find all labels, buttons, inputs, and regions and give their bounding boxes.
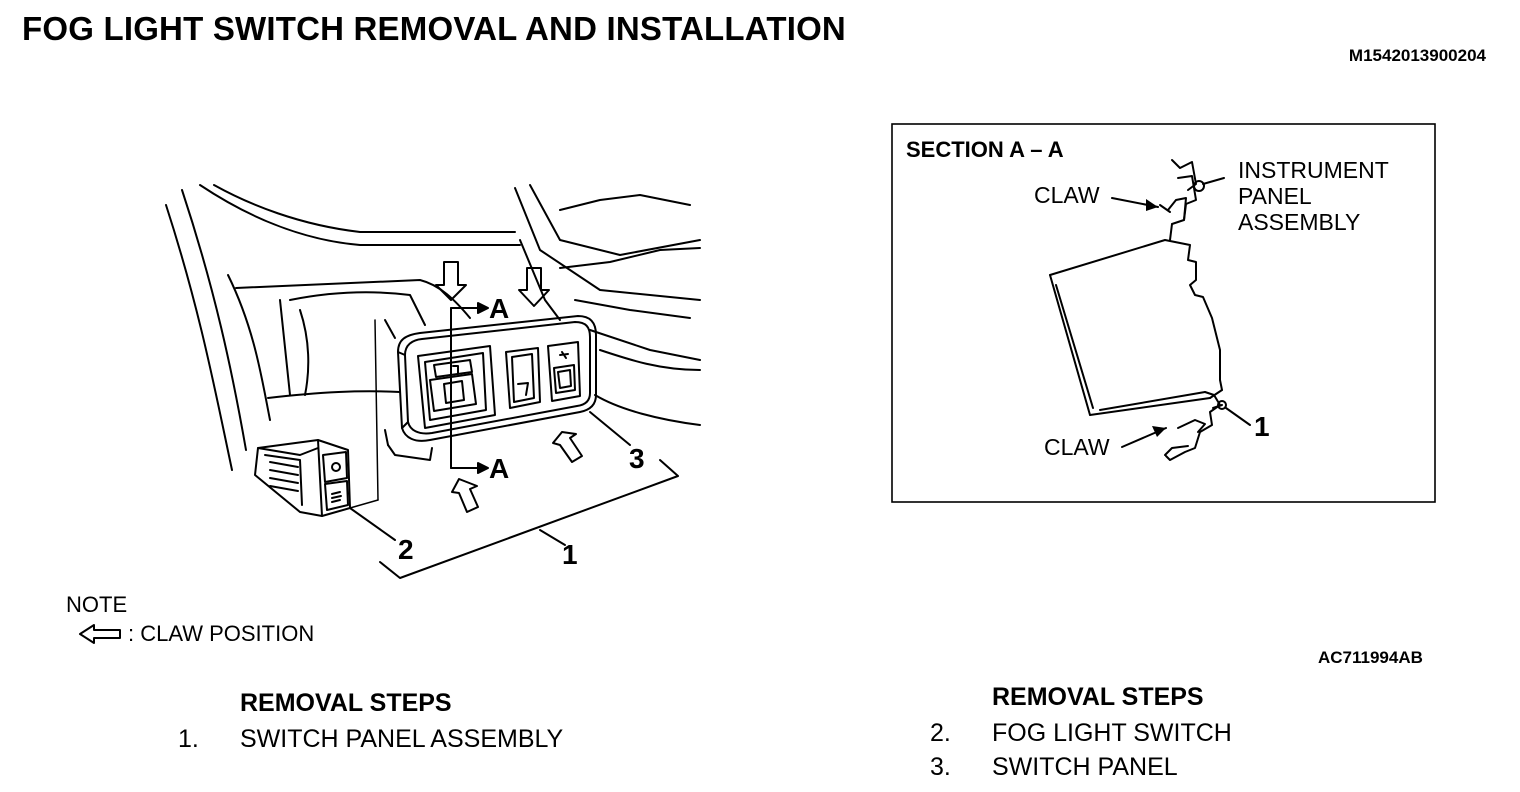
- section-marker-top: A: [489, 293, 509, 324]
- instrument-label-line2: PANEL: [1238, 183, 1312, 209]
- removal-steps-heading: REMOVAL STEPS: [992, 683, 1204, 711]
- section-callout-1: 1: [1254, 411, 1270, 442]
- step-text: SWITCH PANEL: [992, 752, 1178, 781]
- callout-1: 1: [562, 539, 578, 570]
- step-number: 2.: [930, 718, 951, 747]
- removal-steps-right: REMOVAL STEPS 2. FOG LIGHT SWITCH 3. SWI…: [930, 683, 1232, 784]
- section-view: SECTION A – A CLAW CLAW INSTRUMENT PANEL…: [891, 123, 1436, 503]
- section-title: SECTION A – A: [906, 137, 1064, 162]
- document-id: M1542013900204: [1348, 46, 1486, 65]
- step-number: 1.: [178, 724, 199, 753]
- instrument-label-line1: INSTRUMENT: [1238, 157, 1389, 183]
- claw-position-legend: : CLAW POSITION: [78, 621, 314, 647]
- legend-text: : CLAW POSITION: [128, 621, 315, 646]
- section-marker-bottom: A: [489, 453, 509, 484]
- hollow-arrow-left-icon: [79, 624, 121, 644]
- removal-step: 2. FOG LIGHT SWITCH: [930, 716, 1232, 750]
- removal-step: 1. SWITCH PANEL ASSEMBLY: [178, 722, 563, 756]
- figure-id: AC711994AB: [1318, 648, 1423, 667]
- removal-steps-left: REMOVAL STEPS 1. SWITCH PANEL ASSEMBLY: [178, 689, 563, 756]
- main-figure: [165, 184, 701, 579]
- removal-step: 3. SWITCH PANEL: [930, 750, 1232, 784]
- note-heading: NOTE: [66, 592, 128, 617]
- step-text: FOG LIGHT SWITCH: [992, 718, 1232, 747]
- main-figure-labels: A A 1 2 3: [398, 293, 645, 570]
- page-title: FOG LIGHT SWITCH REMOVAL AND INSTALLATIO…: [22, 10, 846, 47]
- claw-label-bottom: CLAW: [1044, 434, 1110, 460]
- callout-3: 3: [629, 443, 645, 474]
- step-number: 3.: [930, 752, 951, 781]
- removal-steps-heading: REMOVAL STEPS: [240, 689, 452, 717]
- claw-label-top: CLAW: [1034, 182, 1100, 208]
- instrument-label-line3: ASSEMBLY: [1238, 209, 1360, 235]
- callout-2: 2: [398, 534, 414, 565]
- step-text: SWITCH PANEL ASSEMBLY: [240, 724, 564, 753]
